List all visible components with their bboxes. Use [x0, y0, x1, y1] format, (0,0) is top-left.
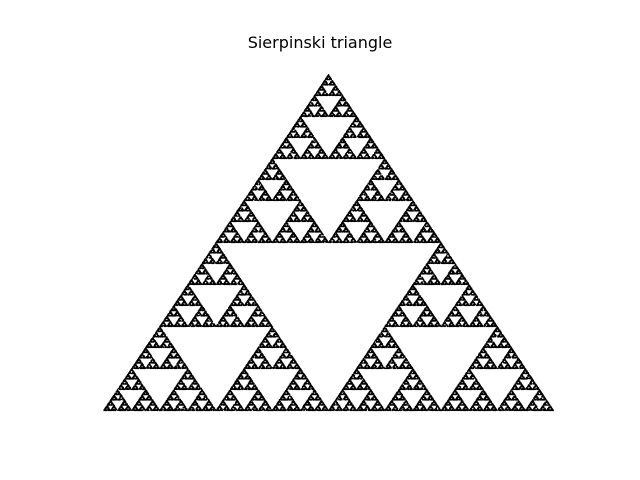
chart-title: Sierpinski triangle — [247, 33, 393, 52]
sierpinski-points — [103, 74, 554, 412]
point-layer — [103, 74, 554, 412]
